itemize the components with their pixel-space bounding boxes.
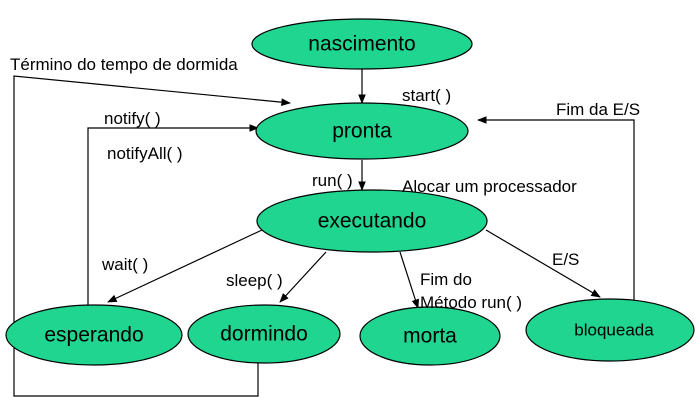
label-wait: wait( ) <box>101 255 148 274</box>
label-start: start( ) <box>402 86 451 105</box>
label-notify-all: notifyAll( ) <box>107 144 183 163</box>
edge-bloqueada-pronta <box>477 116 635 302</box>
state-executando-label: executando <box>318 210 427 233</box>
state-bloqueada-label: bloqueada <box>574 320 654 339</box>
state-esperando-label: esperando <box>44 324 143 347</box>
state-bloqueada <box>525 298 695 362</box>
state-esperando <box>5 304 183 366</box>
state-nascimento <box>251 18 473 70</box>
state-morta-label: morta <box>403 325 457 348</box>
state-pronta-label: pronta <box>332 120 392 143</box>
label-es: E/S <box>552 250 579 269</box>
state-executando <box>256 189 488 253</box>
label-alocar: Alocar um processador <box>402 177 577 196</box>
edge-executando-dormindo <box>279 251 327 303</box>
label-sleep: sleep( ) <box>226 271 283 290</box>
state-dormindo <box>187 304 341 364</box>
label-fim-do: Fim do <box>420 270 472 289</box>
edge-executando-morta <box>399 251 420 309</box>
label-metodo-run: Método run( ) <box>420 293 522 312</box>
state-pronta <box>255 102 469 160</box>
edge-dormindo-pronta <box>13 75 291 397</box>
label-notify: notify( ) <box>104 109 161 128</box>
edge-executando-bloqueada <box>485 229 601 298</box>
state-morta <box>359 306 501 366</box>
state-dormindo-label: dormindo <box>220 323 308 346</box>
edge-esperando-pronta <box>87 124 259 308</box>
edge-executando-esperando <box>107 229 263 303</box>
state-nascimento-label: nascimento <box>308 33 415 56</box>
label-fim-es: Fim da E/S <box>556 100 640 119</box>
label-run: run( ) <box>312 171 353 190</box>
label-termino-sono: Término do tempo de dormida <box>10 55 238 74</box>
